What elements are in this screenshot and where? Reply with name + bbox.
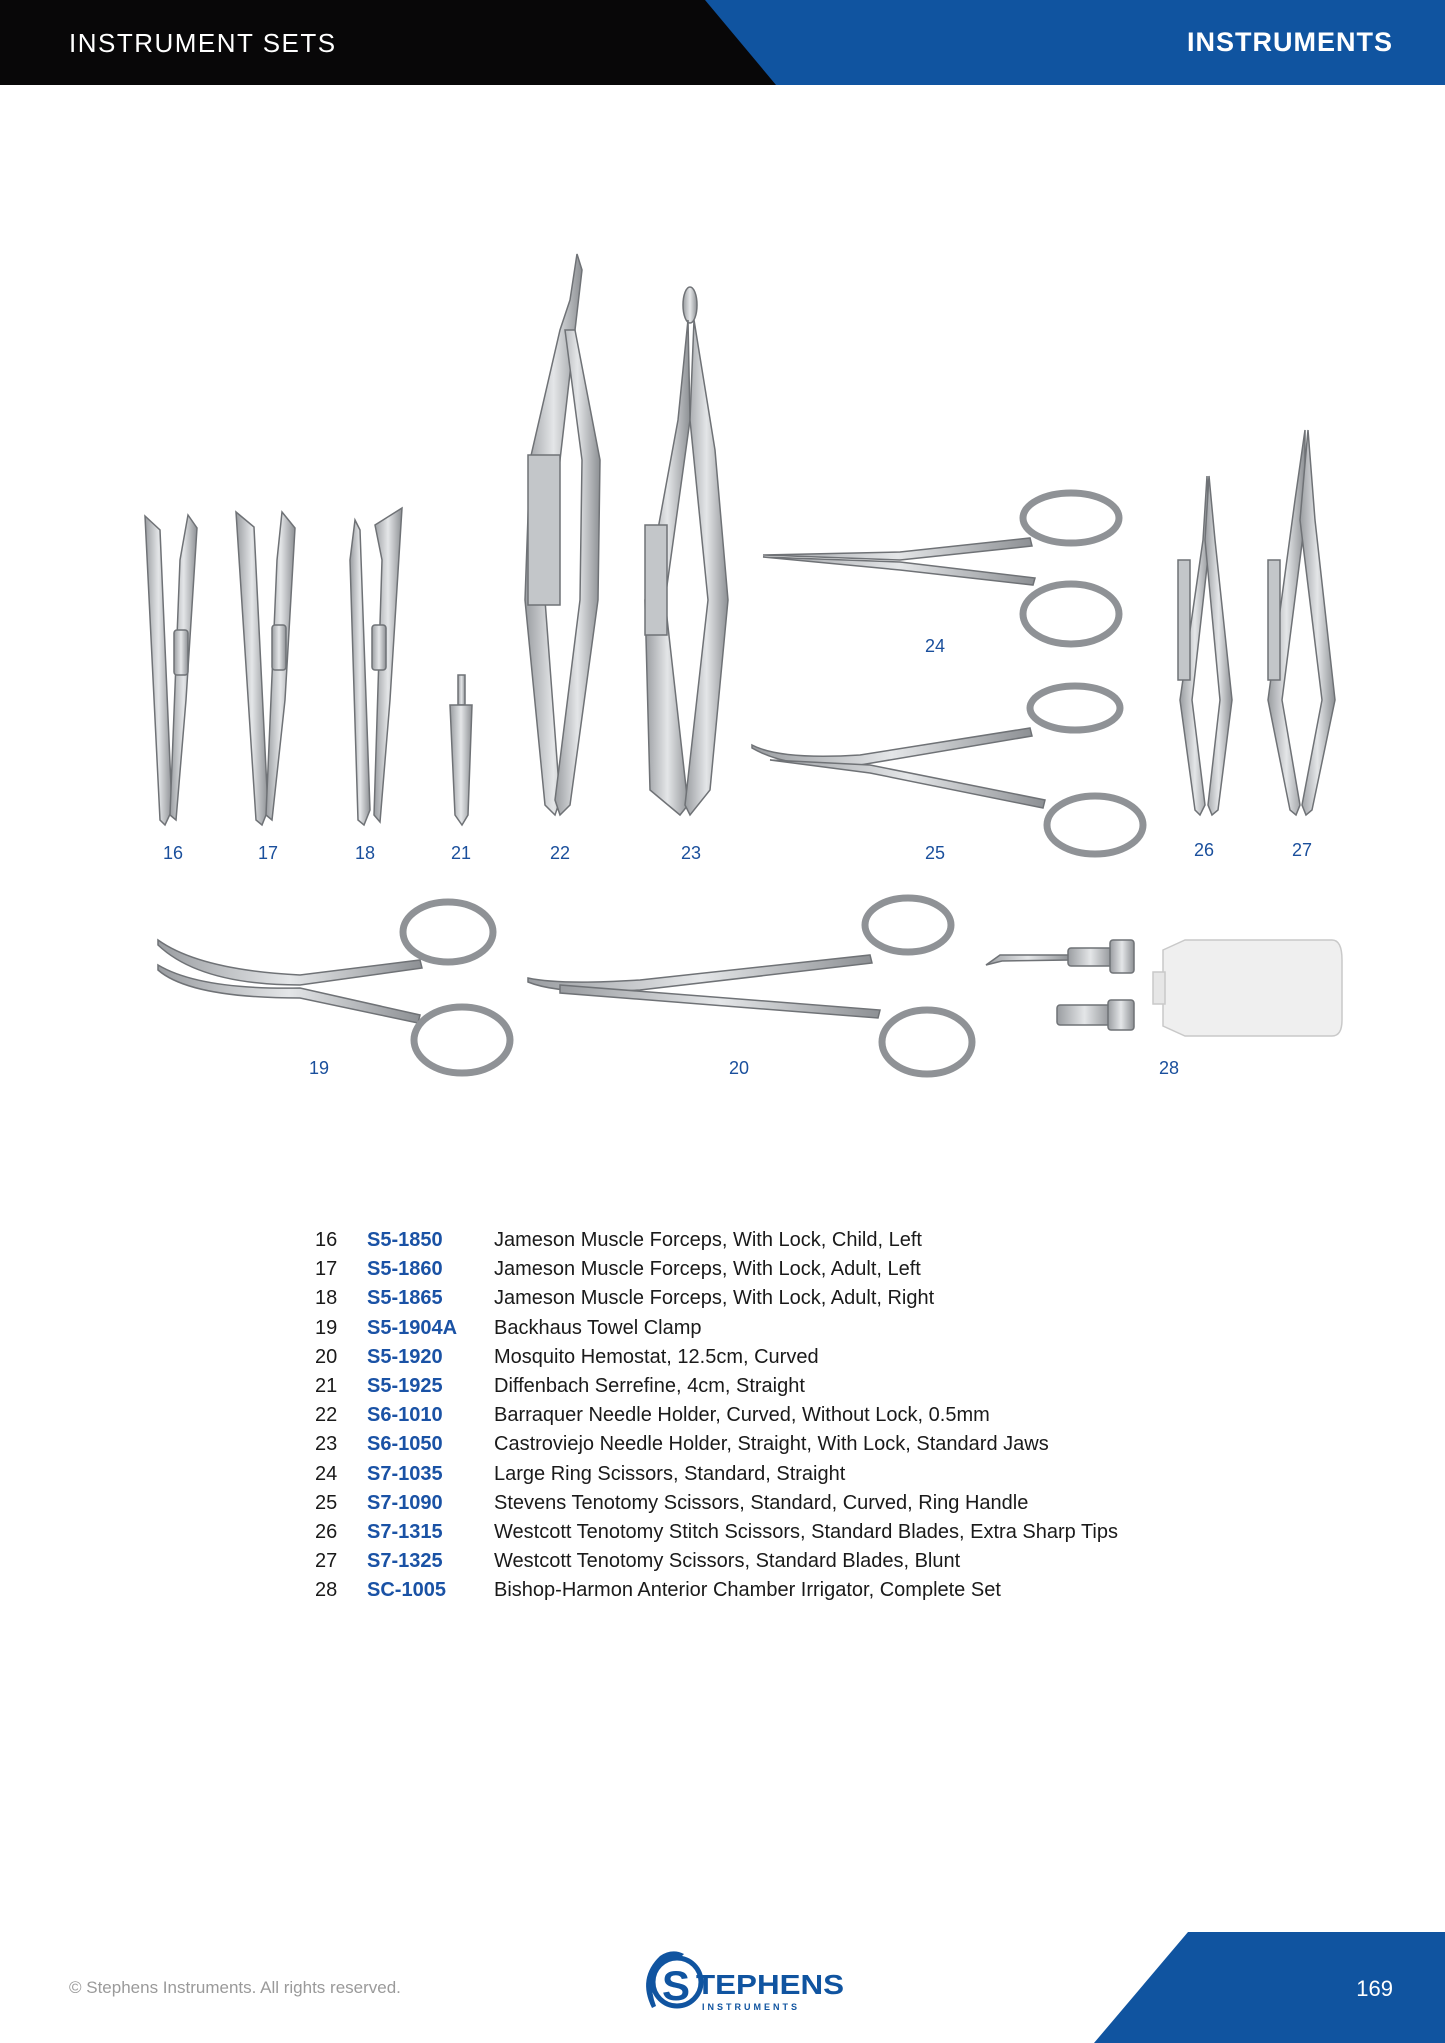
list-item: 23 S6-1050 Castroviejo Needle Holder, Stra… [315,1430,1118,1459]
list-item: 20 S5-1920 Mosquito Hemostat, 12.5cm, Curv… [315,1343,1118,1372]
item-number: 25 [315,1491,338,1514]
item-description: Large Ring Scissors, Standard, Straight [494,1462,846,1485]
scissors-24-image [762,489,1123,648]
item-code: S5-1904A [367,1316,458,1339]
scissors-27-image [1267,429,1336,817]
figure-label: 24 [924,636,946,656]
item-code: S7-1035 [367,1462,443,1485]
item-number: 17 [315,1258,338,1281]
section-title: INSTRUMENT SETS [69,28,337,58]
item-description: Jameson Muscle Forceps, With Lock, Adult… [494,1258,921,1281]
item-number: 21 [315,1375,338,1398]
item-number: 26 [315,1520,338,1543]
irrigator-28-image [985,939,1343,1037]
needle-holder-22-image [524,253,601,817]
item-number: 22 [315,1404,338,1427]
category-title: INSTRUMENTS [1187,27,1393,57]
item-code: SC-1005 [367,1579,446,1602]
item-number: 20 [315,1345,338,1368]
hemostat-20-image [527,894,976,1078]
page-header: INSTRUMENT SETS INSTRUMENTS [0,0,1445,85]
item-number: 24 [315,1462,338,1485]
item-number: 28 [315,1579,338,1602]
list-item: 19 S5-1904A Backhaus Towel Clamp [315,1314,1118,1343]
item-code: S5-1850 [367,1229,443,1252]
item-description: Mosquito Hemostat, 12.5cm, Curved [494,1345,819,1368]
header-background [0,0,1445,85]
list-item: 18 S5-1865 Jameson Muscle Forceps, With Lo… [315,1284,1118,1313]
figure-label: 25 [924,843,946,863]
page-number: 169 [1356,1976,1393,2001]
figure-label: 16 [162,843,184,863]
item-number: 27 [315,1550,338,1573]
instrument-illustrations [144,253,1343,1078]
item-code: S5-1865 [367,1287,443,1310]
list-item: 17 S5-1860 Jameson Muscle Forceps, With Lo… [315,1255,1118,1284]
list-item: 24 S7-1035 Large Ring Scissors, Standard, … [315,1460,1118,1489]
item-code: S7-1315 [367,1520,443,1543]
item-code: S5-1860 [367,1258,443,1281]
item-description: Jameson Muscle Forceps, With Lock, Child… [494,1229,922,1252]
item-number: 18 [315,1287,338,1310]
figure-label: 20 [728,1058,750,1078]
item-code: S7-1325 [367,1550,443,1573]
item-code: S6-1010 [367,1404,443,1427]
item-description: Castroviejo Needle Holder, Straight, Wit… [494,1433,1049,1456]
footer-blue-band [1094,1932,1445,2043]
copyright-text: © Stephens Instruments. All rights reser… [69,1978,401,1997]
figure-label: 28 [1158,1058,1180,1078]
forceps-18-image [349,506,403,827]
towel-clamp-19-image [157,898,514,1077]
svg-text:INSTRUMENTS: INSTRUMENTS [702,2002,800,2012]
item-description: Diffenbach Serrefine, 4cm, Straight [494,1375,805,1398]
item-description: Jameson Muscle Forceps, With Lock, Adult… [494,1287,935,1310]
list-item: 21 S5-1925 Diffenbach Serrefine, 4cm, Stra… [315,1372,1118,1401]
item-description: Backhaus Towel Clamp [494,1316,702,1339]
item-code: S6-1050 [367,1433,443,1456]
figure-label: 22 [549,843,571,863]
item-description: Bishop-Harmon Anterior Chamber Irrigator… [494,1579,1001,1602]
forceps-17-image [235,510,296,827]
svg-text:TEPHENS: TEPHENS [696,1969,844,2000]
item-code: S5-1920 [367,1345,443,1368]
item-number: 19 [315,1316,338,1339]
scissors-26-image [1177,475,1233,817]
item-description: Westcott Tenotomy Scissors, Standard Bla… [494,1550,961,1573]
figure-label: 19 [308,1058,330,1078]
list-item: 28 SC-1005 Bishop-Harmon Anterior Chamber … [315,1576,1118,1605]
scissors-25-image [751,682,1147,858]
item-code: S7-1090 [367,1491,443,1514]
figure-label: 23 [680,843,702,863]
figure-label: 21 [450,843,472,863]
figure-label: 18 [354,843,376,863]
serrefine-21-image [449,674,473,827]
item-code: S5-1925 [367,1375,443,1398]
item-description: Stevens Tenotomy Scissors, Standard, Cur… [494,1491,1029,1514]
needle-holder-23-image [644,286,729,817]
list-item: 27 S7-1325 Westcott Tenotomy Scissors, Sta… [315,1547,1118,1576]
stephens-logo: S TEPHENS INSTRUMENTS [646,1951,844,2012]
item-description: Westcott Tenotomy Stitch Scissors, Stand… [494,1520,1118,1543]
item-number: 23 [315,1433,338,1456]
forceps-16-image [144,513,198,827]
figure-label: 27 [1291,840,1313,860]
svg-text:S: S [662,1962,690,2009]
list-item: 25 S7-1090 Stevens Tenotomy Scissors, Stan… [315,1489,1118,1518]
item-description: Barraquer Needle Holder, Curved, Without… [494,1404,990,1427]
item-number: 16 [315,1229,338,1252]
list-item: 16 S5-1850 Jameson Muscle Forceps, With Lo… [315,1226,1118,1255]
list-item: 26 S7-1315 Westcott Tenotomy Stitch Scisso… [315,1518,1118,1547]
figure-label: 17 [257,843,279,863]
list-item: 22 S6-1010 Barraquer Needle Holder, Curved… [315,1401,1118,1430]
figure-label: 26 [1193,840,1215,860]
